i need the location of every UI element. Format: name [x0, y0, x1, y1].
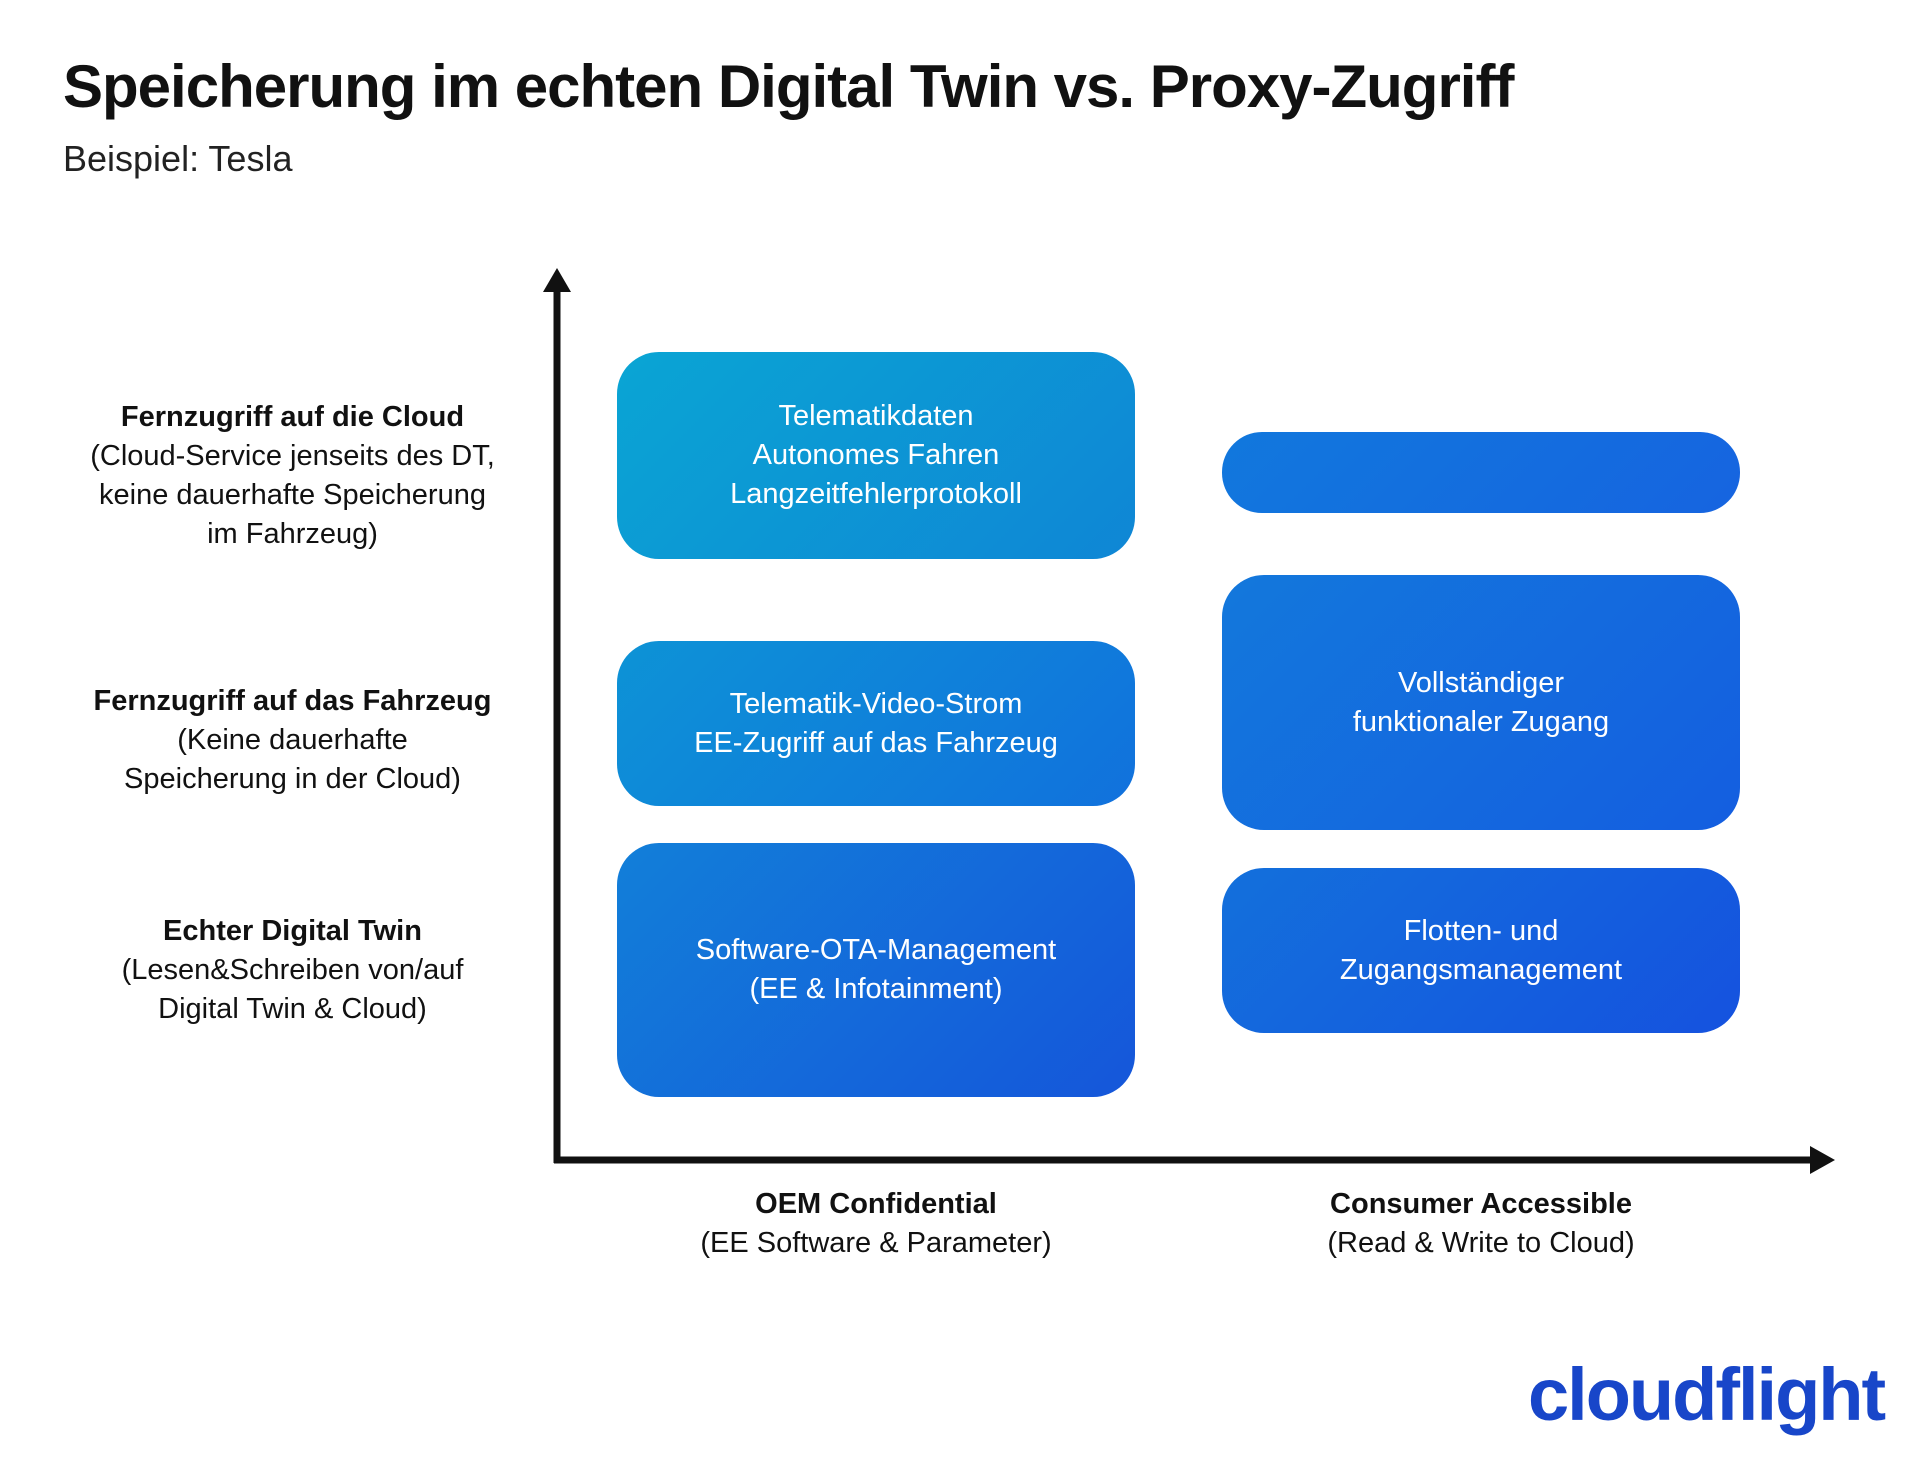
y-category-cloud: Fernzugriff auf die Cloud (Cloud-Service… [60, 398, 525, 554]
box-full-functional-access: Vollständiger funktionaler Zugang [1222, 575, 1740, 830]
x-category-heading: Consumer Accessible [1330, 1188, 1632, 1220]
y-category-detail: (Lesen&Schreiben von/auf Digital Twin & … [121, 954, 464, 1025]
page-subtitle: Beispiel: Tesla [63, 138, 293, 179]
x-category-consumer: Consumer Accessible (Read & Write to Clo… [1221, 1185, 1741, 1263]
y-category-vehicle: Fernzugriff auf das Fahrzeug (Keine daue… [60, 682, 525, 799]
y-category-heading: Echter Digital Twin [163, 915, 422, 947]
y-category-heading: Fernzugriff auf das Fahrzeug [93, 685, 492, 717]
page-title: Speicherung im echten Digital Twin vs. P… [63, 53, 1514, 120]
x-axis-arrowhead [1810, 1146, 1835, 1174]
x-category-detail: (EE Software & Parameter) [700, 1227, 1052, 1259]
x-category-detail: (Read & Write to Cloud) [1327, 1227, 1635, 1259]
box-telematics-data: Telematikdaten Autonomes Fahren Langzeit… [617, 352, 1135, 559]
x-category-oem: OEM Confidential (EE Software & Paramete… [616, 1185, 1136, 1263]
cloudflight-logo: cloudflight [1528, 1353, 1886, 1436]
box-telematics-video: Telematik-Video-Strom EE-Zugriff auf das… [617, 641, 1135, 806]
y-category-heading: Fernzugriff auf die Cloud [120, 401, 465, 433]
y-axis-arrowhead [543, 268, 571, 292]
box-software-ota: Software-OTA-Management (EE & Infotainme… [617, 843, 1135, 1097]
y-category-detail: (Cloud-Service jenseits des DT, keine da… [90, 440, 495, 550]
box-fleet-access-management: Flotten- und Zugangsmanagement [1222, 868, 1740, 1033]
box-empty [1222, 432, 1740, 513]
x-category-heading: OEM Confidential [755, 1188, 997, 1220]
y-category-digital-twin: Echter Digital Twin (Lesen&Schreiben von… [60, 912, 525, 1029]
y-category-detail: (Keine dauerhafte Speicherung in der Clo… [124, 724, 461, 795]
